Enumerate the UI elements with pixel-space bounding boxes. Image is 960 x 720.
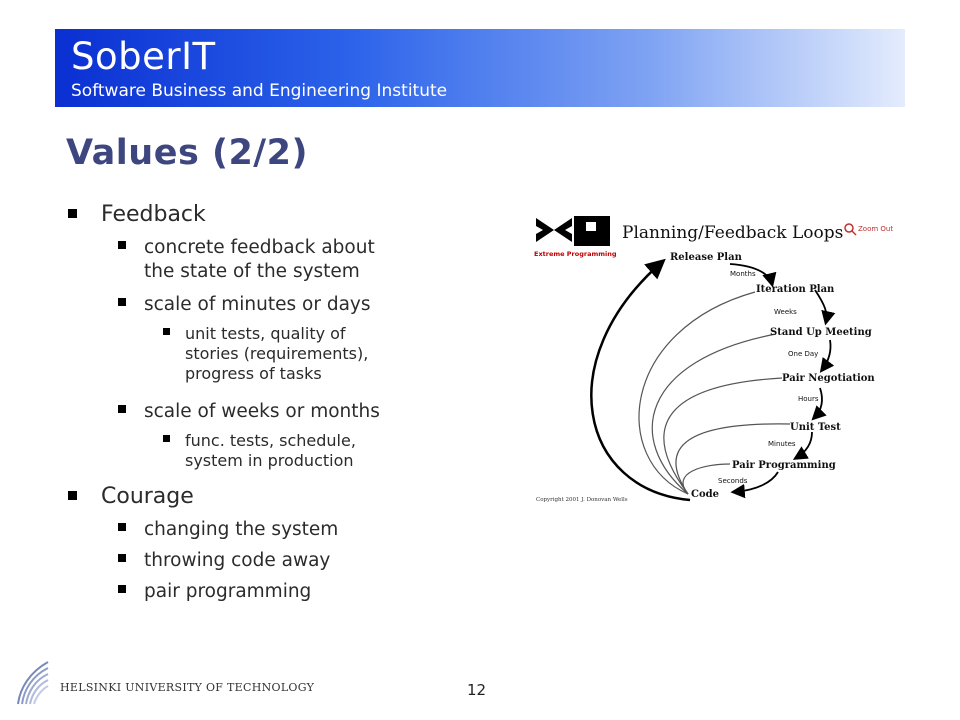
bullet-text: Feedback (101, 202, 206, 227)
zoom-out-control[interactable]: Zoom Out (844, 223, 893, 236)
bullet-marker (163, 328, 170, 335)
interval-months: Months (730, 270, 756, 278)
stage-unit-test: Unit Test (790, 422, 841, 433)
page-number: 12 (467, 681, 487, 699)
feedback-loops-diagram: Extreme Programming Planning/Feedback Lo… (534, 216, 893, 503)
stage-release-plan: Release Plan (670, 252, 743, 263)
xp-logo: Extreme Programming (534, 216, 617, 258)
university-logo-icon (17, 661, 49, 705)
interval-weeks: Weeks (774, 308, 797, 316)
stage-stand-up-meeting: Stand Up Meeting (770, 327, 872, 338)
header-banner: SoberIT Software Business and Engineerin… (55, 29, 905, 107)
bullet-marker (118, 554, 126, 562)
zoom-out-label: Zoom Out (858, 225, 893, 233)
bullet-marker (118, 585, 126, 593)
interval-hours: Hours (798, 395, 819, 403)
stage-code: Code (691, 489, 719, 500)
stage-iteration-plan: Iteration Plan (756, 284, 835, 295)
bullet-text-line: stories (requirements), (185, 344, 369, 363)
brand-name: SoberIT (71, 35, 216, 78)
bullet-marker (118, 405, 126, 413)
bullet-text: throwing code away (144, 550, 331, 571)
brand-tagline: Software Business and Engineering Instit… (71, 81, 448, 101)
slide-title: Values (2/2) (66, 133, 308, 173)
stage-pair-negotiation: Pair Negotiation (782, 373, 875, 384)
bullet-marker (118, 523, 126, 531)
bullet-marker (118, 298, 126, 306)
bullet-text-line: concrete feedback about (144, 237, 375, 258)
bullet-text: Courage (101, 484, 194, 509)
interval-seconds: Seconds (718, 477, 748, 485)
interval-one-day: One Day (788, 350, 818, 358)
bullet-text-line: unit tests, quality of (185, 324, 346, 343)
bullet-marker (68, 209, 77, 218)
diagram-copyright: Copyright 2001 J. Donovan Wells (536, 497, 628, 503)
xp-caption: Extreme Programming (534, 250, 617, 258)
bullet-text: scale of weeks or months (144, 401, 380, 422)
diagram-title: Planning/Feedback Loops (622, 223, 843, 243)
bullet-text-line: system in production (185, 451, 354, 470)
bullet-text: scale of minutes or days (144, 294, 371, 315)
bullet-text: pair programming (144, 581, 312, 602)
bullet-marker (68, 491, 77, 500)
footer-university: HELSINKI UNIVERSITY OF TECHNOLOGY (60, 681, 315, 694)
bullet-text: changing the system (144, 519, 339, 540)
interval-minutes: Minutes (768, 440, 796, 448)
bullet-marker (118, 241, 126, 249)
bullet-marker (163, 435, 170, 442)
bullet-text-line: func. tests, schedule, (185, 431, 356, 450)
bullet-text-line: progress of tasks (185, 364, 322, 383)
magnifier-icon (844, 223, 854, 233)
stage-pair-programming: Pair Programming (732, 460, 836, 471)
bullet-text-line: the state of the system (144, 261, 360, 282)
